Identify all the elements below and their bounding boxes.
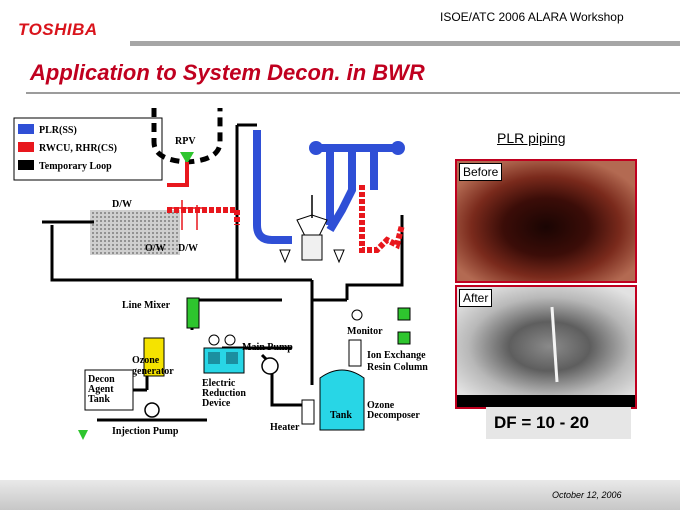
drywell-pattern: [90, 210, 180, 255]
drain-valve: [78, 430, 88, 440]
dw-label: D/W: [112, 199, 132, 210]
decon-factor-result: DF = 10 - 20: [486, 407, 631, 439]
legend-label-rwcu: RWCU, RHR(CS): [39, 143, 117, 154]
after-tag: After: [459, 289, 493, 307]
decon-label-3: Tank: [88, 394, 110, 405]
main-tank: [319, 369, 365, 431]
monitor-label: Monitor: [347, 326, 383, 337]
heater: [301, 399, 315, 425]
ozone-gen-label-1: Ozone: [132, 355, 160, 366]
ozone-generator: [143, 337, 165, 377]
plr-lines: [253, 130, 378, 244]
recirc-pump-assembly: [279, 195, 345, 264]
system-decon-diagram: PLR(SS) RWCU, RHR(CS) Temporary Loop RPV…: [13, 108, 428, 440]
legend-box: [13, 117, 163, 181]
before-photo: Before: [455, 159, 637, 283]
legend-label-temp: Temporary Loop: [39, 161, 112, 172]
legend-swatch-rwcu: [18, 142, 34, 152]
title-divider: [26, 92, 680, 94]
ion-exchange-label-2: Resin Column: [367, 362, 428, 373]
decon-label-1: Decon: [88, 374, 115, 385]
ozone-decomp-label-2: Decomposer: [367, 410, 420, 421]
rpv-vessel: RPV: [151, 108, 223, 165]
legend-swatch-temp: [18, 160, 34, 170]
legend-swatch-plr: [18, 124, 34, 134]
rwcu-lines: [167, 162, 405, 253]
legend: PLR(SS) RWCU, RHR(CS) Temporary Loop: [13, 117, 163, 181]
injection-pump: [144, 402, 160, 418]
plr-header: [317, 144, 397, 152]
tank-label: Tank: [330, 410, 352, 421]
heater-label: Heater: [270, 422, 300, 433]
ion-exchange-label-1: Ion Exchange: [367, 350, 426, 361]
footer-date: October 12, 2006: [552, 490, 622, 500]
header-divider: [130, 41, 680, 46]
before-tag: Before: [459, 163, 503, 181]
after-photo: After: [455, 285, 637, 409]
monitor-gauge-2: [397, 331, 411, 345]
monitor-gauge-1: [397, 307, 411, 321]
page-title: Application to System Decon. in BWR: [30, 60, 425, 85]
dw2-label: D/W: [178, 243, 198, 254]
ozone-gen-label-2: generator: [132, 366, 174, 377]
erd-label-1: Electric: [202, 378, 236, 389]
event-title: ISOE/ATC 2006 ALARA Workshop: [440, 10, 624, 24]
ow-label: O/W: [145, 243, 166, 254]
rpv-label: RPV: [175, 136, 196, 147]
rpv-valve: [180, 152, 194, 164]
line-mixer-label: Line Mixer: [122, 300, 171, 311]
line-mixer: [186, 297, 200, 329]
erd-label-3: Device: [202, 398, 231, 409]
main-pump-label: Main Pump: [242, 342, 293, 353]
decon-label-2: Agent: [88, 384, 114, 395]
erd-label-2: Reduction: [202, 388, 246, 399]
main-pump: [261, 357, 279, 375]
footer-bar: [0, 480, 680, 510]
ion-exchange-column: [348, 339, 362, 367]
plr-piping-label: PLR piping: [497, 130, 566, 146]
before-pipe-image: [457, 161, 635, 281]
decon-agent-tank: [84, 369, 134, 411]
injection-pump-label: Injection Pump: [112, 426, 179, 437]
toshiba-logo: TOSHIBA: [18, 20, 98, 39]
ozone-decomp-label-1: Ozone: [367, 400, 395, 411]
legend-label-plr: PLR(SS): [39, 125, 77, 136]
